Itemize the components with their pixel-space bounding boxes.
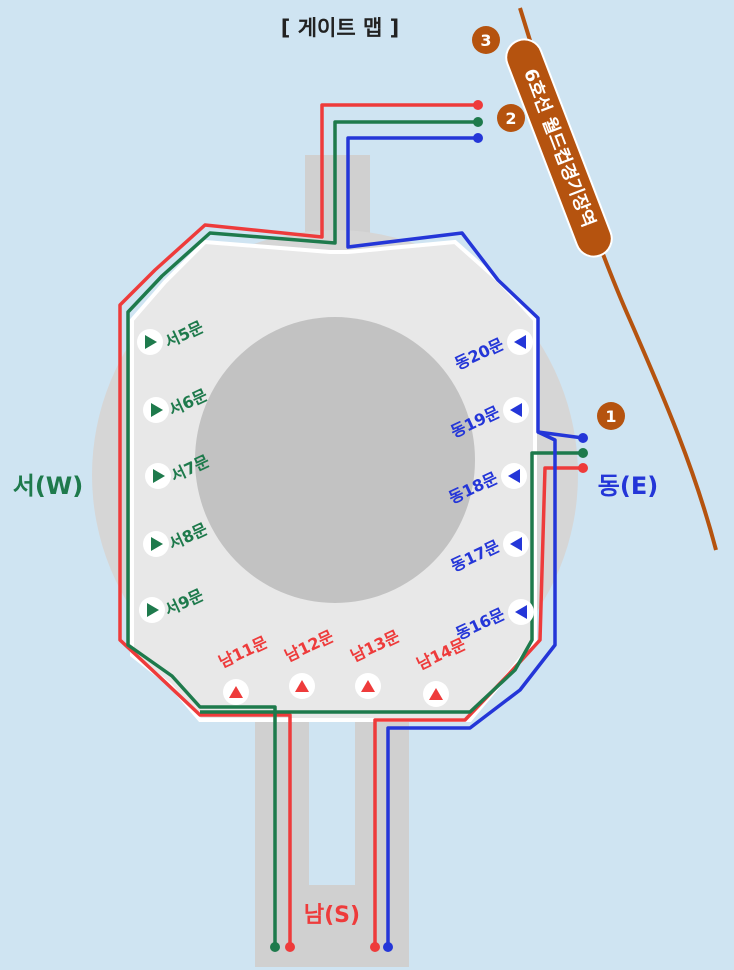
marker-2: 2 [497,104,525,132]
route-blue-east [537,430,584,440]
arrow-left-icon [514,335,526,349]
direction-west: 서(W) [13,472,84,500]
endpoint-dot [473,117,483,127]
direction-east: 동(E) [598,472,658,500]
arrow-right-icon [151,403,163,417]
endpoint-dot [370,942,380,952]
endpoint-dot [473,133,483,143]
field [195,317,475,603]
svg-text:3: 3 [480,31,491,50]
arrow-left-icon [510,403,522,417]
arrow-right-icon [151,537,163,551]
endpoint-dot [473,100,483,110]
route-green-east [200,451,583,714]
arrow-up-icon [361,680,375,692]
endpoint-dot [285,942,295,952]
marker-3: 3 [472,26,500,54]
arrow-left-icon [508,469,520,483]
svg-text:2: 2 [505,109,516,128]
svg-text:1: 1 [605,407,616,426]
arrow-up-icon [429,688,443,700]
endpoint-dot [578,463,588,473]
south-walkway-bottom [255,885,409,967]
arrow-right-icon [153,469,165,483]
arrow-left-icon [510,537,522,551]
endpoint-dot [270,942,280,952]
endpoint-dot [578,448,588,458]
endpoint-dot [578,433,588,443]
station-label: 6호선 월드컵경기장역 [519,66,599,230]
map-title: [ 게이트 맵 ] [281,16,399,40]
arrow-up-icon [295,680,309,692]
gate-east-16[interactable]: 동16문 [453,599,534,643]
direction-south: 남(S) [304,903,360,928]
endpoint-dot [383,942,393,952]
route-green [126,120,478,947]
arrow-left-icon [515,605,527,619]
arrow-up-icon [229,686,243,698]
arrow-right-icon [147,603,159,617]
marker-1: 1 [597,402,625,430]
arrow-right-icon [145,335,157,349]
route-red [118,103,478,947]
station-capsule: 6호선 월드컵경기장역 [505,38,613,258]
